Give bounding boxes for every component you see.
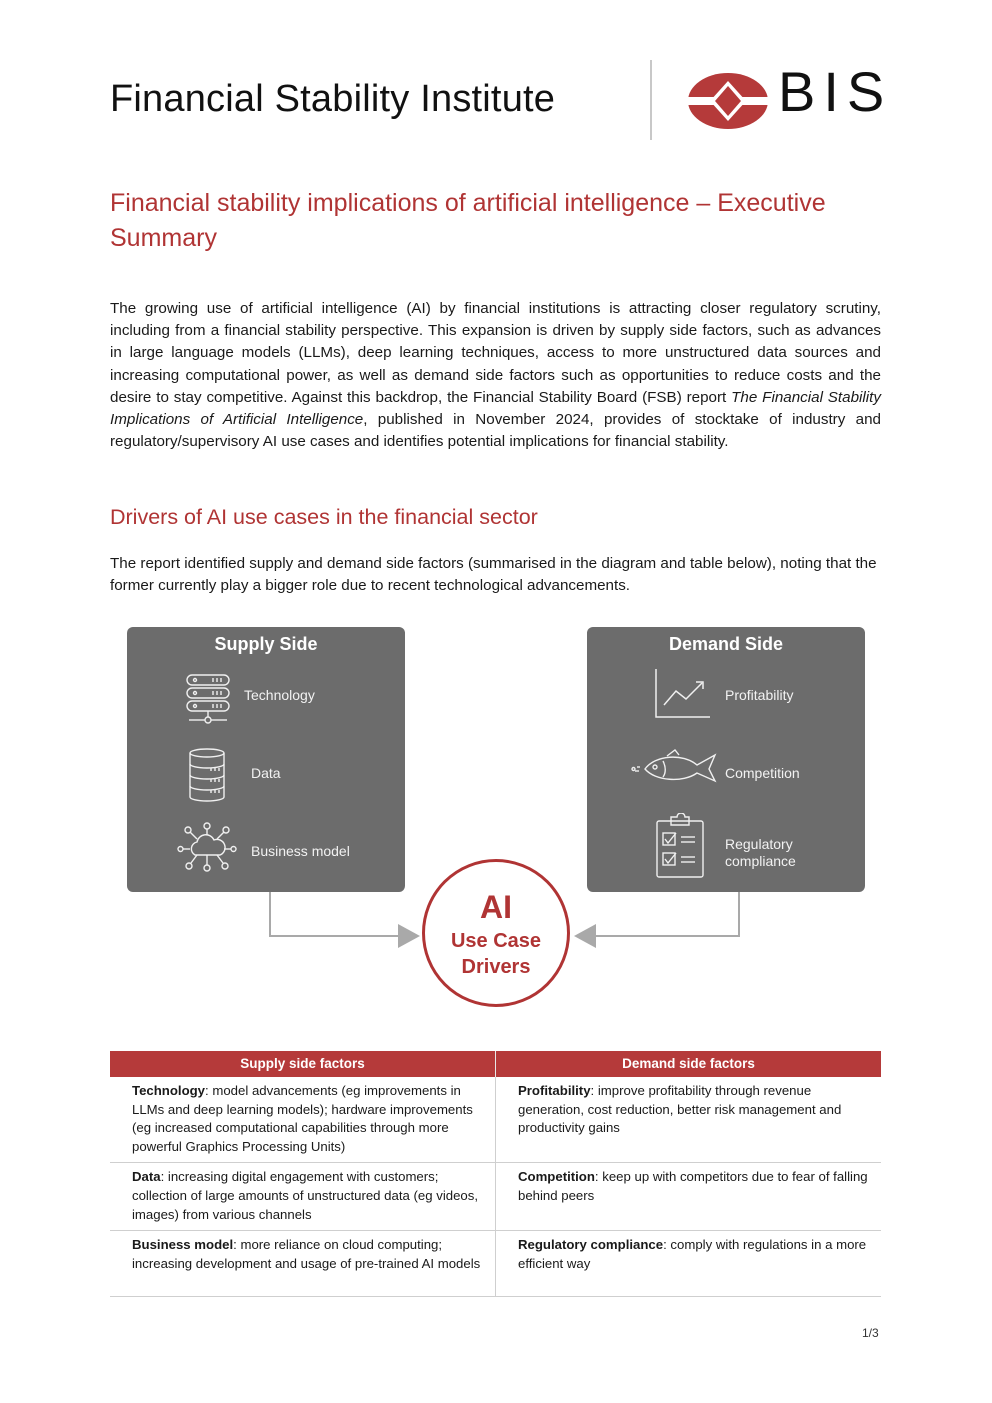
table-cell-supply: Business model: more reliance on cloud c… bbox=[110, 1230, 496, 1298]
bis-logo-icon bbox=[688, 73, 768, 129]
demand-side-box: Demand Side Profitability Competition bbox=[587, 627, 865, 892]
header-divider bbox=[650, 60, 652, 140]
demand-item-regulatory-line1: Regulatory bbox=[725, 836, 793, 852]
cloud-network-icon bbox=[177, 822, 237, 872]
document-title: Financial stability implications of arti… bbox=[110, 189, 826, 252]
cell-term: Competition bbox=[518, 1169, 595, 1185]
supply-side-title: Supply Side bbox=[214, 634, 318, 654]
intro-text-end: , published in November 2024, provides o… bbox=[110, 411, 881, 451]
cell-text: : improve profitability through revenue … bbox=[518, 1083, 842, 1136]
server-rack-icon bbox=[186, 674, 230, 724]
table-cell-supply: Technology: model advancements (eg impro… bbox=[110, 1077, 496, 1164]
table-cell-supply: Data: increasing digital engagement with… bbox=[110, 1162, 496, 1232]
factors-table: Supply side factors Demand side factors … bbox=[110, 1051, 881, 1298]
report-title: The Financial Stability Implications of … bbox=[110, 388, 881, 429]
growth-chart-icon bbox=[655, 669, 710, 718]
table-cell-demand: Competition: keep up with competitors du… bbox=[495, 1162, 881, 1232]
demand-item-profitability: Profitability bbox=[725, 687, 794, 703]
bis-logo-text: BIS bbox=[778, 60, 893, 123]
cell-term: Technology bbox=[132, 1083, 206, 1098]
table-row: Business model: more reliance on cloud c… bbox=[110, 1230, 881, 1298]
table-header-demand: Demand side factors bbox=[495, 1051, 881, 1077]
ai-circle-line2: Use Case bbox=[450, 930, 542, 952]
ai-circle-line3: Drivers bbox=[461, 956, 531, 978]
table-cell-demand: Regulatory compliance: comply with regul… bbox=[495, 1230, 881, 1298]
cell-text: : more reliance on cloud computing; incr… bbox=[132, 1237, 481, 1271]
demand-item-competition: Competition bbox=[725, 765, 800, 781]
cell-text: : model advancements (eg improvements in… bbox=[132, 1083, 473, 1154]
cell-term: Data bbox=[132, 1169, 161, 1185]
table-row: Data: increasing digital engagement with… bbox=[110, 1162, 881, 1232]
intro-text-start: The growing use of artificial intelligen… bbox=[110, 300, 881, 406]
database-icon bbox=[189, 748, 225, 802]
cell-term: Profitability bbox=[518, 1083, 591, 1098]
table-row: Technology: model advancements (eg impro… bbox=[110, 1077, 881, 1164]
demand-side-title: Demand Side bbox=[668, 634, 784, 654]
supply-item-technology: Technology bbox=[244, 687, 315, 703]
cell-term: Regulatory compliance bbox=[518, 1237, 664, 1253]
section-paragraph: The report identified supply and demand … bbox=[110, 555, 877, 595]
ai-circle-line1: AI bbox=[480, 889, 512, 925]
ai-use-case-drivers-circle: AI Use Case Drivers bbox=[422, 859, 570, 1007]
fish-icon bbox=[631, 749, 717, 783]
cell-text: : keep up with competitors due to fear o… bbox=[518, 1169, 868, 1203]
cell-text: : increasing digital engagement with cus… bbox=[132, 1169, 479, 1222]
table-header-supply: Supply side factors bbox=[110, 1051, 496, 1077]
page-number: 1/3 bbox=[862, 1326, 879, 1340]
intro-paragraph: The growing use of artificial intelligen… bbox=[110, 298, 881, 453]
supply-item-data: Data bbox=[251, 765, 281, 781]
cell-term: Business model bbox=[132, 1237, 234, 1253]
institute-name: Financial Stability Institute bbox=[110, 78, 556, 120]
supply-item-business-model: Business model bbox=[251, 843, 350, 859]
supply-side-box: Supply Side Technology bbox=[127, 627, 405, 892]
section-heading: Drivers of AI use cases in the financial… bbox=[110, 505, 538, 529]
table-header-row: Supply side factors Demand side factors bbox=[110, 1051, 881, 1077]
cell-text: : comply with regulations in a more effi… bbox=[518, 1237, 867, 1271]
demand-item-regulatory-line2: compliance bbox=[725, 853, 796, 869]
checklist-clipboard-icon bbox=[656, 813, 704, 878]
table-cell-demand: Profitability: improve profitability thr… bbox=[495, 1077, 881, 1164]
